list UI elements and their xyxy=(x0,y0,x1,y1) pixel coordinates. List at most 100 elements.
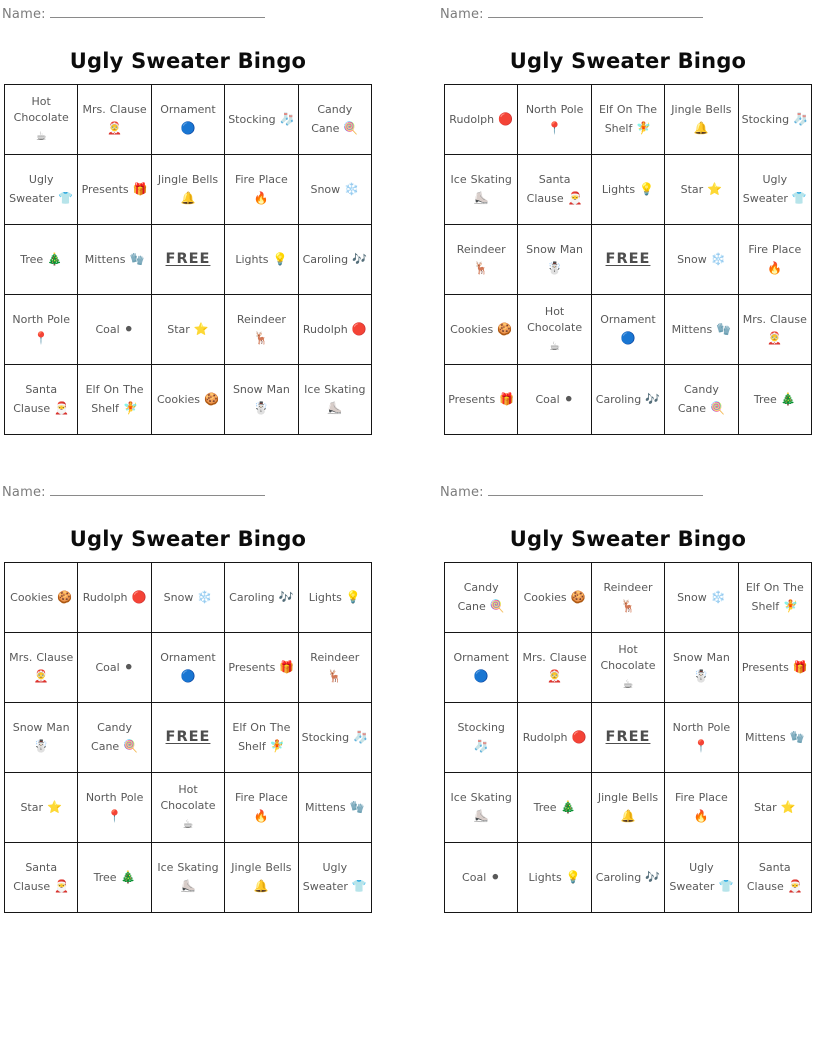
lights-icon: 💡 xyxy=(639,182,655,197)
bingo-cell: Elf On The Shelf 🧚 xyxy=(78,365,152,435)
cell-text: Presents 🎁 xyxy=(82,180,148,199)
mittens-icon: 🧤 xyxy=(789,730,805,745)
cell-text: Star ⭐ xyxy=(20,798,62,817)
cell-text: Ice Skating ⛸️ xyxy=(448,172,514,207)
cell-text: Star ⭐ xyxy=(681,180,723,199)
cell-label: Stocking xyxy=(741,113,790,127)
free-label: FREE xyxy=(165,250,211,267)
cell-text: Snow Man ☃️ xyxy=(521,242,587,277)
cell-label: Reindeer xyxy=(310,651,360,664)
cell-label: Cookies xyxy=(156,393,201,407)
presents-icon: 🎁 xyxy=(499,392,515,407)
bingo-card: Ugly Sweater Bingo Rudolph 🔴North Pole 📍… xyxy=(444,47,812,435)
cell-text: FREE xyxy=(606,727,651,749)
cell-label: Candy Cane xyxy=(91,721,133,753)
cell-text: Lights 💡 xyxy=(235,250,287,269)
caroling-icon: 🎶 xyxy=(645,392,661,407)
cell-text: Tree 🎄 xyxy=(20,250,62,269)
cell-label: Snow xyxy=(677,591,707,605)
cell-label: Star xyxy=(680,183,704,197)
page-title: Ugly Sweater Bingo xyxy=(69,527,307,551)
cell-text: Santa Clause 🎅 xyxy=(8,382,74,417)
star-icon: ⭐ xyxy=(47,800,62,815)
cell-text: Cookies 🍪 xyxy=(157,390,219,409)
cell-text: Elf On The Shelf 🧚 xyxy=(81,382,147,417)
bingo-cell: Lights 💡 xyxy=(518,843,592,913)
rudolph-icon: 🔴 xyxy=(131,590,147,605)
cell-text: Ice Skating ⛸️ xyxy=(448,790,514,825)
bingo-cell: Rudolph 🔴 xyxy=(78,563,152,633)
caroling-icon: 🎶 xyxy=(278,590,294,605)
bingo-cell: Ice Skating ⛸️ xyxy=(445,155,519,225)
bingo-card: Ugly Sweater Bingo Candy Cane 🍭Cookies 🍪… xyxy=(444,525,812,913)
cell-label: Santa Clause xyxy=(746,861,791,893)
bingo-cell: Mittens 🧤 xyxy=(298,773,372,843)
bingo-card-section-3: Name: Ugly Sweater Bingo Cookies 🍪Rudolp… xyxy=(0,479,408,1056)
bingo-cell: Ornament 🔵 xyxy=(591,295,666,365)
cell-label: Tree xyxy=(20,253,44,267)
bingo-cell: Ice Skating ⛸️ xyxy=(298,365,372,435)
cell-text: Mrs. Clause 🤶 xyxy=(521,650,587,685)
bingo-cell: Snow ❄️ xyxy=(665,563,739,633)
cell-label: Lights xyxy=(528,871,562,885)
cell-label: Reindeer xyxy=(456,243,506,256)
bingo-cell: Mrs. Clause 🤶 xyxy=(78,85,152,155)
ugly-sweater-icon: 👕 xyxy=(351,878,367,893)
ornament-icon: 🔵 xyxy=(620,330,636,345)
jingle-bells-icon: 🔔 xyxy=(180,190,196,205)
cell-text: Elf On The Shelf 🧚 xyxy=(595,102,661,137)
reindeer-icon: 🦌 xyxy=(327,668,343,683)
bingo-card-section-1: Name: Ugly Sweater Bingo Hot Chocolate ☕… xyxy=(0,0,408,479)
cell-text: Candy Cane 🍭 xyxy=(668,382,734,417)
cell-label: Caroling xyxy=(229,591,275,605)
cell-text: Rudolph 🔴 xyxy=(449,110,513,129)
cell-text: Cookies 🍪 xyxy=(10,588,72,607)
bingo-cell: Lights 💡 xyxy=(298,563,372,633)
bingo-cell: Star ⭐ xyxy=(665,155,739,225)
cell-label: Candy Cane xyxy=(677,383,719,415)
coal-icon: ⚫ xyxy=(123,322,134,337)
bingo-cell: Santa Clause 🎅 xyxy=(738,843,812,913)
cell-text: Mrs. Clause 🤶 xyxy=(8,650,74,685)
cell-label: Coal xyxy=(535,393,560,407)
cell-text: Tree 🎄 xyxy=(94,868,136,887)
cell-label: Hot Chocolate xyxy=(13,94,69,125)
bingo-cell: Tree 🎄 xyxy=(518,773,592,843)
cell-text: Tree 🎄 xyxy=(534,798,576,817)
reindeer-icon: 🦌 xyxy=(473,260,489,275)
bingo-cell: Reindeer 🦌 xyxy=(445,225,519,295)
bingo-card: Ugly Sweater Bingo Hot Chocolate ☕Mrs. C… xyxy=(4,47,372,435)
name-blank-line xyxy=(49,483,265,496)
cell-text: North Pole 📍 xyxy=(521,102,587,137)
ornament-icon: 🔵 xyxy=(180,668,196,683)
cell-text: Stocking 🧦 xyxy=(302,728,368,747)
cell-text: Caroling 🎶 xyxy=(303,250,367,269)
name-blank-line xyxy=(487,483,703,496)
elf-on-the-shelf-icon: 🧚 xyxy=(269,738,285,753)
cell-text: North Pole 📍 xyxy=(668,720,734,755)
cell-label: Ornament xyxy=(160,103,216,116)
cell-label: North Pole xyxy=(12,313,70,326)
bingo-cell: Ugly Sweater 👕 xyxy=(665,843,739,913)
candy-cane-icon: 🍭 xyxy=(710,400,725,415)
cell-text: Ugly Sweater 👕 xyxy=(302,860,368,895)
north-pole-icon: 📍 xyxy=(33,330,49,345)
bingo-cell: Ice Skating ⛸️ xyxy=(445,773,519,843)
cell-text: Snow ❄️ xyxy=(310,180,359,199)
cell-label: Snow xyxy=(310,183,341,197)
star-icon: ⭐ xyxy=(193,322,209,337)
caroling-icon: 🎶 xyxy=(645,870,661,885)
cell-label: Santa Clause xyxy=(13,861,58,893)
cell-text: Stocking 🧦 xyxy=(742,110,808,129)
bingo-cell: Mittens 🧤 xyxy=(78,225,152,295)
cell-label: Presents xyxy=(81,183,129,197)
mrs-clause-icon: 🤶 xyxy=(547,668,563,683)
north-pole-icon: 📍 xyxy=(547,120,563,135)
bingo-cell: Snow ❄️ xyxy=(665,225,739,295)
jingle-bells-icon: 🔔 xyxy=(620,808,636,823)
cell-label: Hot Chocolate xyxy=(600,642,656,673)
bingo-cell: Lights 💡 xyxy=(225,225,299,295)
stocking-icon: 🧦 xyxy=(279,112,295,127)
bingo-cell: Fire Place 🔥 xyxy=(738,225,812,295)
cell-label: Lights xyxy=(308,591,342,605)
